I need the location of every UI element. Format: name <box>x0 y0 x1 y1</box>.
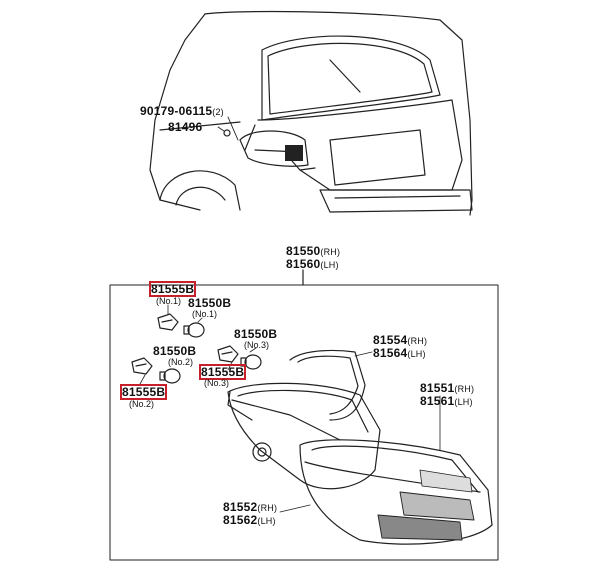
socket-no2-tag: (No.2) <box>129 399 155 409</box>
lens-label: 81551(RH) 81561(LH) <box>420 382 474 407</box>
assembly-frame <box>109 269 499 561</box>
housing-side-rh: (RH) <box>257 503 278 513</box>
bulb-no3-part: 81550B <box>234 327 278 341</box>
bulb-no2-tag: (No.2) <box>168 357 194 367</box>
bulb-no2-part: 81550B <box>153 344 197 358</box>
screw-quantity: (2) <box>212 107 224 117</box>
socket-no1-part: 81555B <box>148 281 197 297</box>
lens-part-rh: 81551 <box>420 381 455 395</box>
socket-no3-tag: (No.3) <box>204 378 230 388</box>
assembly-label: 81550(RH) 81560(LH) <box>286 245 340 270</box>
housing-label: 81552(RH) 81562(LH) <box>223 501 277 526</box>
gasket-part-lh: 81564 <box>373 345 408 360</box>
bulb-no3-tag: (No.3) <box>244 340 270 350</box>
socket-no1-tag: (No.1) <box>156 296 182 306</box>
screw-part-number: 90179-06115 <box>140 104 213 118</box>
clip-part-number: 81496 <box>168 120 203 134</box>
housing-part-lh: 81562 <box>223 512 258 527</box>
assembly-part-lh: 81560 <box>286 256 321 271</box>
lens-side-rh: (RH) <box>454 384 475 394</box>
bulb-no1-part: 81550B <box>188 296 232 310</box>
gasket-side-rh: (RH) <box>407 336 428 346</box>
housing-part-rh: 81552 <box>223 500 258 514</box>
assembly-side-lh: (LH) <box>320 259 339 270</box>
assembly-side-rh: (RH) <box>320 247 341 257</box>
lamp-components <box>227 349 493 545</box>
screw-label: 90179-06115(2) <box>140 105 224 117</box>
lens-side-lh: (LH) <box>454 396 473 407</box>
bulb-no1-tag: (No.1) <box>192 309 218 319</box>
gasket-label: 81554(RH) 81564(LH) <box>373 334 427 359</box>
bulbs-and-sockets <box>131 304 262 385</box>
gasket-side-lh: (LH) <box>407 348 426 359</box>
gasket-part-rh: 81554 <box>373 333 408 347</box>
housing-side-lh: (LH) <box>257 515 276 526</box>
car-rear-illustration <box>149 10 473 216</box>
lens-part-lh: 81561 <box>420 393 455 408</box>
socket-no3-part: 81555B <box>198 364 247 380</box>
socket-no2-part: 81555B <box>119 384 168 400</box>
assembly-part-rh: 81550 <box>286 244 321 258</box>
